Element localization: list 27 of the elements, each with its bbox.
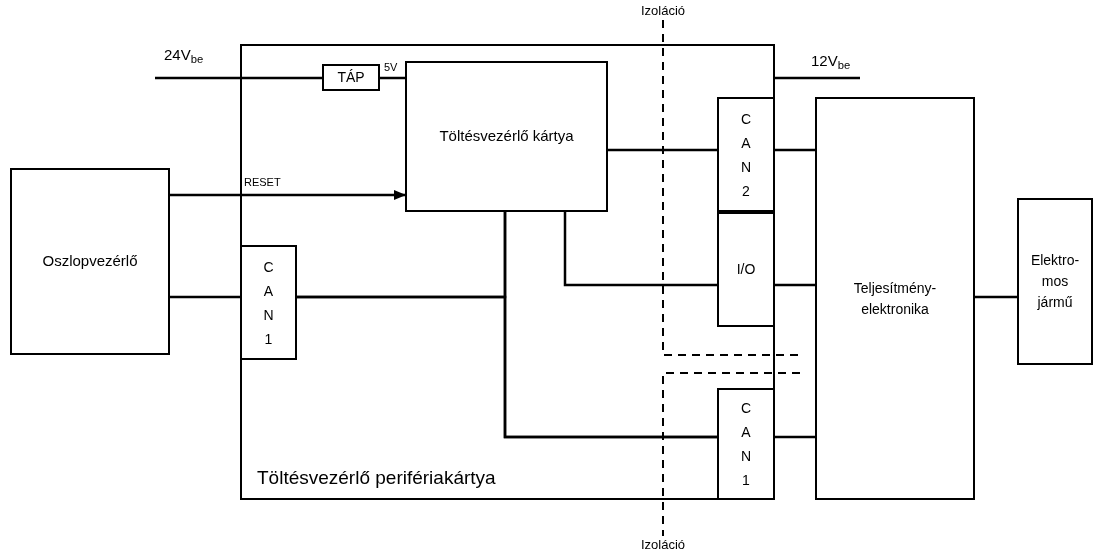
box-label: C A N 1 bbox=[262, 257, 275, 349]
edge-label: 24V$_{be}$ bbox=[163, 47, 205, 62]
box-label: TÁP bbox=[337, 68, 365, 87]
box-label: C A N 1 bbox=[739, 399, 753, 490]
interface-box bbox=[717, 388, 775, 500]
interface-box bbox=[717, 212, 775, 327]
edge-label: 12V$_{be}$ bbox=[810, 53, 852, 68]
box-label: Elektro-mos jármű bbox=[1029, 251, 1081, 312]
board-box bbox=[405, 61, 608, 212]
isolation-label: Izoláció bbox=[640, 4, 686, 17]
vehicle-box bbox=[1017, 198, 1093, 365]
controller-box bbox=[10, 168, 170, 355]
power-box bbox=[322, 64, 380, 91]
interface-box bbox=[717, 97, 775, 212]
connector-arrow bbox=[170, 190, 406, 200]
board-box bbox=[240, 44, 775, 500]
box-label: Töltésvezérlő kártya bbox=[439, 126, 574, 147]
edge-label: RESET bbox=[243, 177, 282, 188]
power-electronics-box bbox=[815, 97, 975, 500]
box-label: Töltésvezérlő perifériakártya bbox=[257, 465, 496, 490]
box-label: Teljesítmény-elektronika bbox=[852, 278, 938, 319]
box-label: Oszlopvezérlő bbox=[42, 251, 138, 272]
box-label: I/O bbox=[736, 260, 756, 279]
isolation-label: Izoláció bbox=[640, 538, 686, 551]
edge-label: 5V bbox=[383, 62, 399, 73]
interface-box bbox=[240, 245, 297, 360]
box-label: C A N 2 bbox=[739, 109, 753, 201]
